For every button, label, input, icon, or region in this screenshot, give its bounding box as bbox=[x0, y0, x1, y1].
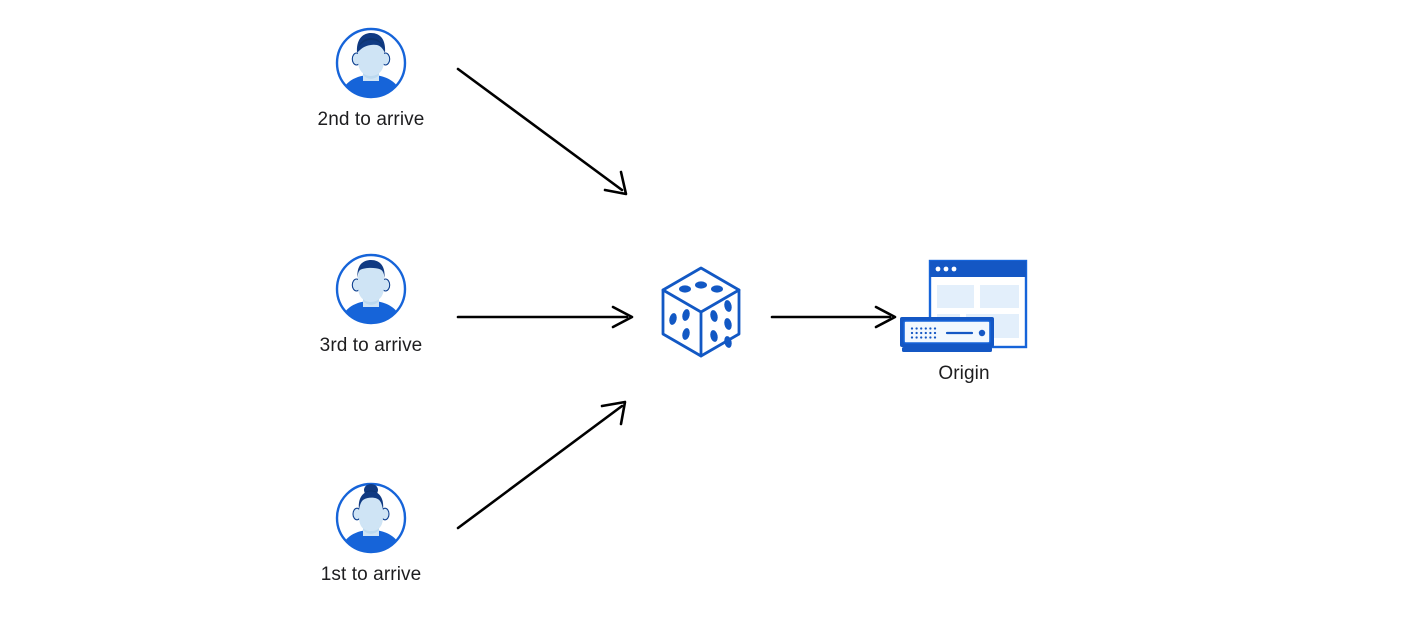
arrow-dice-to-origin bbox=[770, 305, 897, 329]
server-appliance bbox=[900, 317, 994, 352]
user-third-label: 3rd to arrive bbox=[319, 335, 423, 356]
arrow-third-to-dice bbox=[456, 305, 634, 329]
dice-icon bbox=[656, 262, 746, 362]
dice-top-pips bbox=[679, 281, 723, 293]
user-first-label: 1st to arrive bbox=[320, 564, 422, 585]
server-port-grid bbox=[910, 327, 937, 339]
node-user-third[interactable]: 3rd to arrive bbox=[320, 251, 422, 381]
user-avatar-icon bbox=[333, 25, 409, 101]
origin-server-icon bbox=[894, 255, 1034, 365]
node-user-first[interactable]: 1st to arrive bbox=[321, 480, 421, 610]
user-avatar-icon bbox=[333, 251, 409, 327]
dice-left-pips bbox=[669, 309, 690, 340]
node-randomizer[interactable] bbox=[656, 262, 746, 362]
node-origin[interactable]: Origin bbox=[894, 255, 1034, 405]
arrow-first-to-dice bbox=[456, 400, 627, 530]
user-second-label: 2nd to arrive bbox=[317, 109, 425, 130]
user-avatar-icon bbox=[333, 480, 409, 556]
node-user-second[interactable]: 2nd to arrive bbox=[318, 25, 424, 155]
dice-right-pips bbox=[710, 300, 732, 348]
arrow-second-to-dice bbox=[456, 67, 628, 196]
origin-label: Origin bbox=[938, 363, 990, 384]
